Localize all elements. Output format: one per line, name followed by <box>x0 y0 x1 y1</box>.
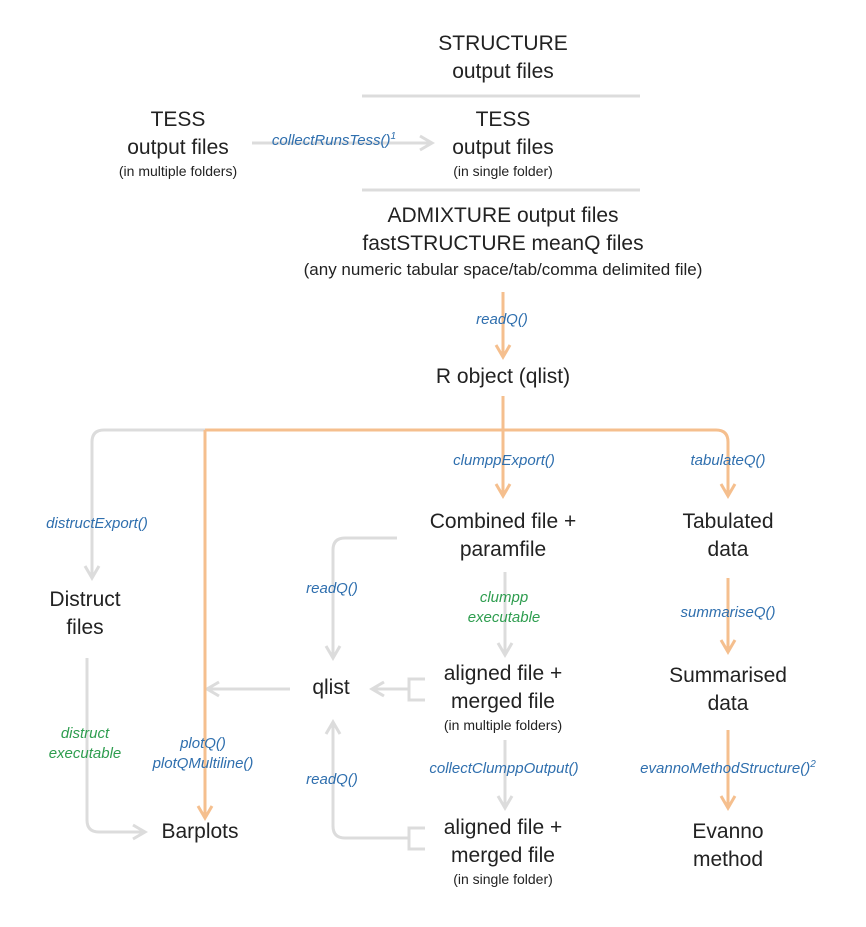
fn-readq-lower: readQ() <box>306 770 358 790</box>
node-tess-single-subtitle: output files <box>452 136 554 159</box>
node-summarised-title: Summarised <box>669 664 787 687</box>
node-combined-title: Combined file + <box>429 510 577 533</box>
fn-clumpp-export-text: clumppExport() <box>453 452 555 469</box>
fn-collect-clumpp-output-text: collectClumppOutput() <box>429 760 579 777</box>
node-structure-title: STRUCTURE <box>438 32 568 55</box>
fn-distruct-export: distructExport() <box>46 514 148 534</box>
fn-clumpp-executable: clumpp executable <box>468 588 541 628</box>
fn-plotq-text: plotQ() <box>180 735 226 752</box>
node-aligned-single: aligned file + merged file (in single fo… <box>444 814 563 888</box>
fn-clumpp-executable-line1: clumpp <box>479 589 529 606</box>
node-aligned-multi: aligned file + merged file (in multiple … <box>444 660 563 734</box>
fn-readq-upper-text: readQ() <box>306 580 358 597</box>
arrow-to-distruct-files <box>83 428 205 581</box>
node-combined: Combined file + paramfile <box>430 508 577 564</box>
bracket-aligned-multi <box>407 677 425 702</box>
arrow-aligned-single-to-qlist <box>324 719 409 840</box>
fn-readq-main-text: readQ() <box>476 311 528 328</box>
bracket-aligned-single <box>407 826 425 851</box>
fn-distruct-executable-line1: distruct <box>60 725 110 742</box>
node-tess-multi: TESS output files (in multiple folders) <box>119 106 237 180</box>
node-tess-multi-note: (in multiple folders) <box>118 163 238 179</box>
node-aligned-multi-note: (in multiple folders) <box>443 717 563 733</box>
node-summarised-subtitle: data <box>707 692 749 715</box>
arrow-combined-to-qlist <box>324 536 397 661</box>
node-distruct-files-subtitle: files <box>66 616 104 639</box>
fn-plotq: plotQ() plotQMultiline() <box>153 734 254 774</box>
node-admixture-note: (any numeric tabular space/tab/comma del… <box>303 260 703 279</box>
node-tess-multi-subtitle: output files <box>127 136 229 159</box>
fn-readq-main: readQ() <box>476 310 528 330</box>
fn-collect-runs-tess-sup: 1 <box>390 131 397 142</box>
node-structure-subtitle: output files <box>452 60 554 83</box>
fn-tabulate-q: tabulateQ() <box>690 451 765 471</box>
fn-summarise-q: summariseQ() <box>680 603 775 623</box>
fn-evanno-method-sup: 2 <box>810 759 816 770</box>
fn-plotq-multiline-text: plotQMultiline() <box>152 755 254 772</box>
arrow-distruct-to-barplots <box>85 658 148 841</box>
node-admixture-subtitle: fastSTRUCTURE meanQ files <box>362 232 644 255</box>
arrow-robject-to-tabulated <box>205 428 737 499</box>
fn-readq-upper: readQ() <box>306 579 358 599</box>
node-aligned-single-note: (in single folder) <box>453 871 553 887</box>
node-admixture: ADMIXTURE output files fastSTRUCTURE mea… <box>304 202 703 282</box>
fn-distruct-export-text: distructExport() <box>46 515 148 532</box>
node-tess-single: TESS output files (in single folder) <box>452 106 554 180</box>
node-structure-output: STRUCTURE output files <box>438 30 568 86</box>
fn-evanno-method-text: evannoMethodStructure() <box>640 760 811 777</box>
node-aligned-single-subtitle: merged file <box>451 844 555 867</box>
node-summarised: Summarised data <box>669 662 787 718</box>
fn-collect-clumpp-output: collectClumppOutput() <box>429 759 578 779</box>
fn-clumpp-executable-line2: executable <box>467 609 541 626</box>
node-aligned-single-title: aligned file + <box>443 816 563 839</box>
fn-evanno-method: evannoMethodStructure()2 <box>640 759 816 779</box>
node-tabulated: Tabulated data <box>682 508 773 564</box>
node-barplots-label: Barplots <box>161 820 239 843</box>
node-admixture-title: ADMIXTURE output files <box>387 204 619 227</box>
node-tess-single-note: (in single folder) <box>453 163 553 179</box>
node-distruct-files-title: Distruct <box>49 588 121 611</box>
node-combined-subtitle: paramfile <box>459 538 547 561</box>
node-tess-multi-title: TESS <box>150 108 206 131</box>
node-barplots: Barplots <box>161 818 238 846</box>
fn-summarise-q-text: summariseQ() <box>680 604 776 621</box>
node-qlist: qlist <box>312 674 349 702</box>
node-tess-single-title: TESS <box>475 108 531 131</box>
node-aligned-multi-subtitle: merged file <box>451 690 555 713</box>
fn-tabulate-q-text: tabulateQ() <box>690 452 766 469</box>
fn-collect-runs-tess: collectRunsTess()1 <box>272 131 396 151</box>
node-qlist-label: qlist <box>312 676 350 699</box>
node-robject-label: R object (qlist) <box>435 365 571 388</box>
fn-distruct-executable-line2: executable <box>48 745 122 762</box>
fn-readq-lower-text: readQ() <box>306 771 358 788</box>
fn-distruct-executable: distruct executable <box>49 724 122 764</box>
fn-clumpp-export: clumppExport() <box>453 451 555 471</box>
node-aligned-multi-title: aligned file + <box>443 662 563 685</box>
node-distruct-files: Distruct files <box>49 586 120 642</box>
node-tabulated-subtitle: data <box>707 538 749 561</box>
node-tabulated-title: Tabulated <box>682 510 774 533</box>
node-evanno-subtitle: method <box>692 848 764 871</box>
node-evanno-title: Evanno <box>692 820 764 843</box>
node-robject: R object (qlist) <box>436 363 570 391</box>
node-evanno: Evanno method <box>692 818 763 874</box>
fn-collect-runs-tess-text: collectRunsTess() <box>271 132 391 149</box>
